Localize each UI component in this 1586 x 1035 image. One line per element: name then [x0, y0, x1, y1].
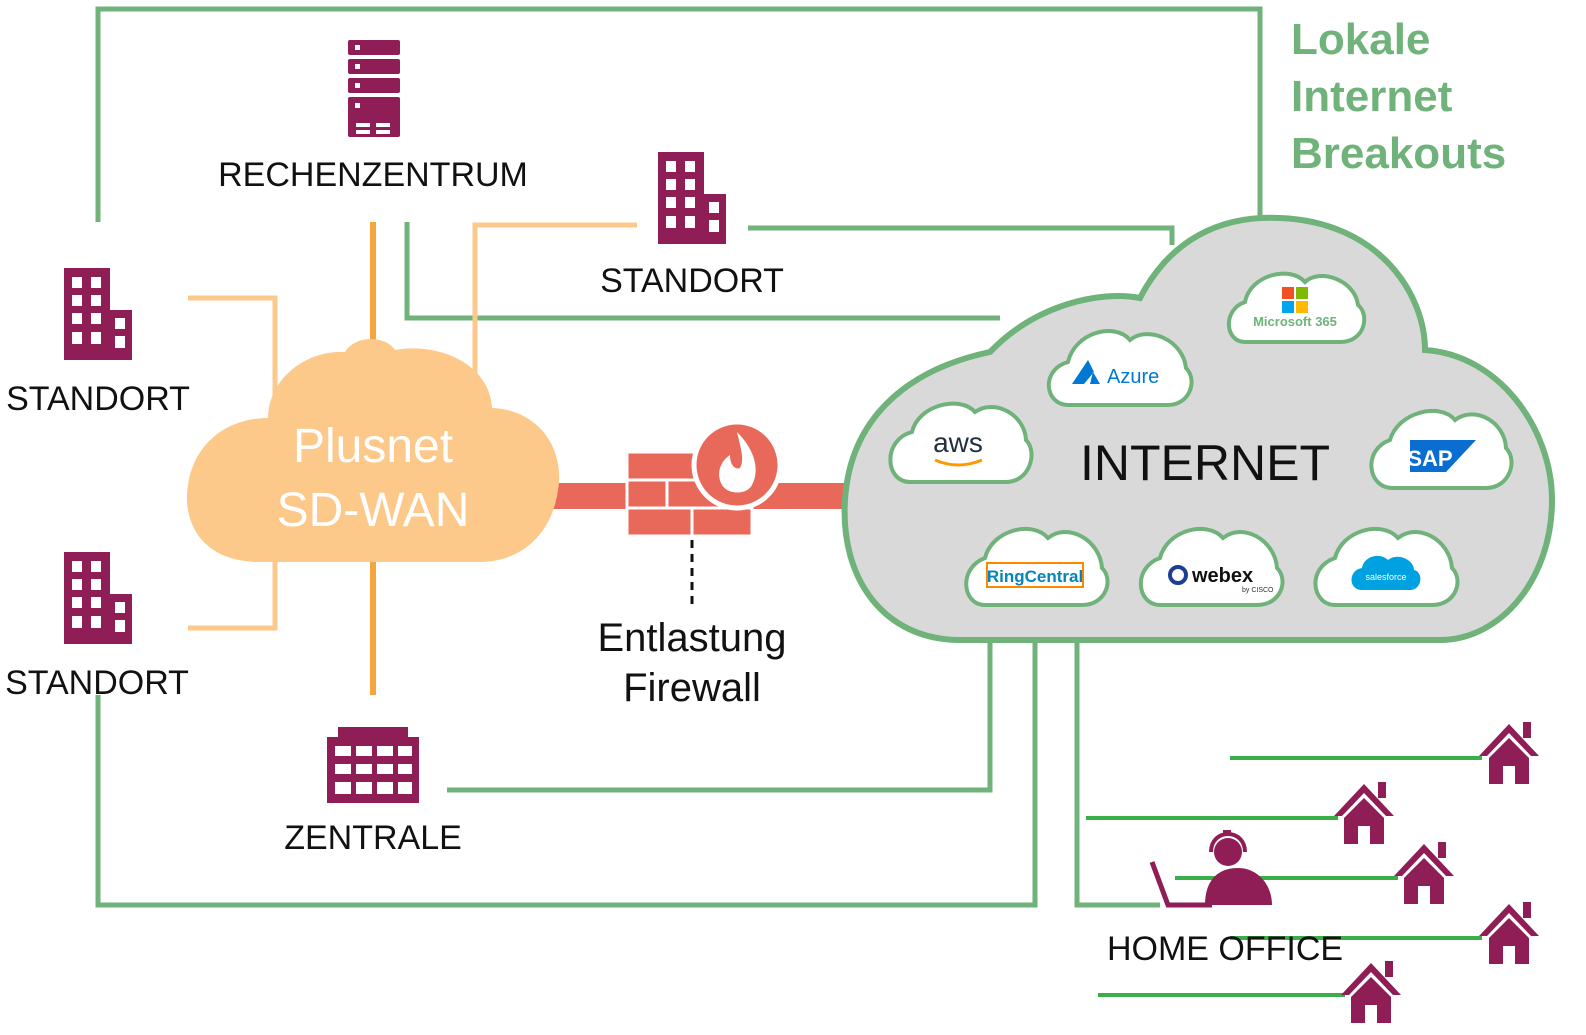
diagram-title: Lokale Internet Breakouts	[1291, 15, 1506, 178]
headquarters-building-icon	[327, 727, 419, 803]
salesforce-label: salesforce	[1365, 572, 1406, 582]
firewall-label-line2: Firewall	[623, 666, 761, 710]
server-rack-icon	[348, 40, 400, 137]
service-salesforce: salesforce	[1313, 527, 1460, 607]
microsoft365-label: Microsoft 365	[1253, 314, 1337, 329]
node-datacenter: RECHENZENTRUM	[218, 40, 528, 194]
flame-shape	[719, 432, 756, 493]
ringcentral-label: RingCentral	[987, 567, 1083, 586]
sap-label: SAP	[1407, 446, 1452, 471]
node-home-office: HOME OFFICE	[1107, 722, 1539, 1023]
link-headquarters-internet	[447, 640, 993, 793]
service-microsoft365: Microsoft 365	[1226, 271, 1367, 344]
link-left-upper-site-sdwan	[188, 295, 278, 420]
link-top-site-sdwan	[472, 222, 637, 375]
aws-label: aws	[933, 427, 983, 458]
title-line2: Internet	[1291, 72, 1453, 121]
service-webex: webex by CISCO	[1138, 527, 1285, 607]
house-icon	[1479, 902, 1539, 964]
sdwan-label-line1: Plusnet	[293, 420, 453, 473]
azure-logo-icon	[1072, 360, 1100, 384]
service-ringcentral: RingCentral	[964, 527, 1110, 607]
datacenter-label: RECHENZENTRUM	[218, 156, 528, 194]
webex-sub-label: by CISCO	[1242, 587, 1274, 594]
node-site-top: STANDORT	[600, 152, 784, 300]
house-icon	[1334, 782, 1394, 844]
node-headquarters: ZENTRALE	[284, 727, 462, 857]
office-building-icon	[64, 268, 132, 360]
house-icon	[1394, 842, 1454, 904]
service-sap: SAP	[1369, 409, 1514, 490]
sdwan-cloud: Plusnet SD-WAN	[186, 338, 560, 562]
aws-smile-icon	[934, 458, 983, 467]
firewall-flame-icon	[691, 419, 783, 511]
home-office-connections	[1086, 756, 1482, 997]
headquarters-label: ZENTRALE	[284, 819, 462, 857]
internet-connections	[95, 6, 1263, 908]
office-building-icon	[64, 552, 132, 644]
sdwan-label-line2: SD-WAN	[277, 484, 470, 537]
ringcentral-logo-frame	[986, 562, 1084, 588]
node-site-left-lower: STANDORT	[5, 552, 189, 702]
microsoft-logo-icon	[1282, 287, 1308, 313]
title-line1: Lokale	[1291, 15, 1430, 64]
node-site-left-upper: STANDORT	[6, 268, 190, 418]
office-building-icon	[658, 152, 726, 244]
house-icon	[1341, 961, 1401, 1023]
link-datacenter-internet	[404, 222, 1000, 321]
service-aws: aws	[888, 401, 1034, 484]
link-left-upper-site-breakout	[95, 6, 1263, 222]
house-icon	[1479, 722, 1539, 784]
link-top-site-internet	[748, 225, 1175, 245]
firewall: Entlastung Firewall	[597, 419, 787, 710]
sdwan-connections	[188, 222, 637, 695]
firewall-label-line1: Entlastung	[597, 616, 786, 660]
webex-label: webex	[1191, 565, 1253, 587]
azure-label: Azure	[1107, 366, 1159, 388]
link-left-lower-site-sdwan	[188, 530, 278, 631]
service-azure: Azure	[1046, 329, 1194, 407]
link-home-office-internet	[1074, 640, 1160, 908]
site-top-label: STANDORT	[600, 262, 784, 300]
link-left-lower-site-internet	[95, 640, 1038, 908]
salesforce-logo-icon	[1351, 555, 1421, 590]
internet-label: INTERNET	[1080, 435, 1330, 491]
webex-logo-icon	[1168, 565, 1188, 585]
site-left-upper-label: STANDORT	[6, 380, 190, 418]
site-left-lower-label: STANDORT	[5, 664, 189, 702]
person-with-laptop-icon	[1149, 830, 1272, 908]
title-line3: Breakouts	[1291, 129, 1506, 178]
sap-logo-icon	[1410, 440, 1476, 472]
home-office-label: HOME OFFICE	[1107, 930, 1343, 968]
